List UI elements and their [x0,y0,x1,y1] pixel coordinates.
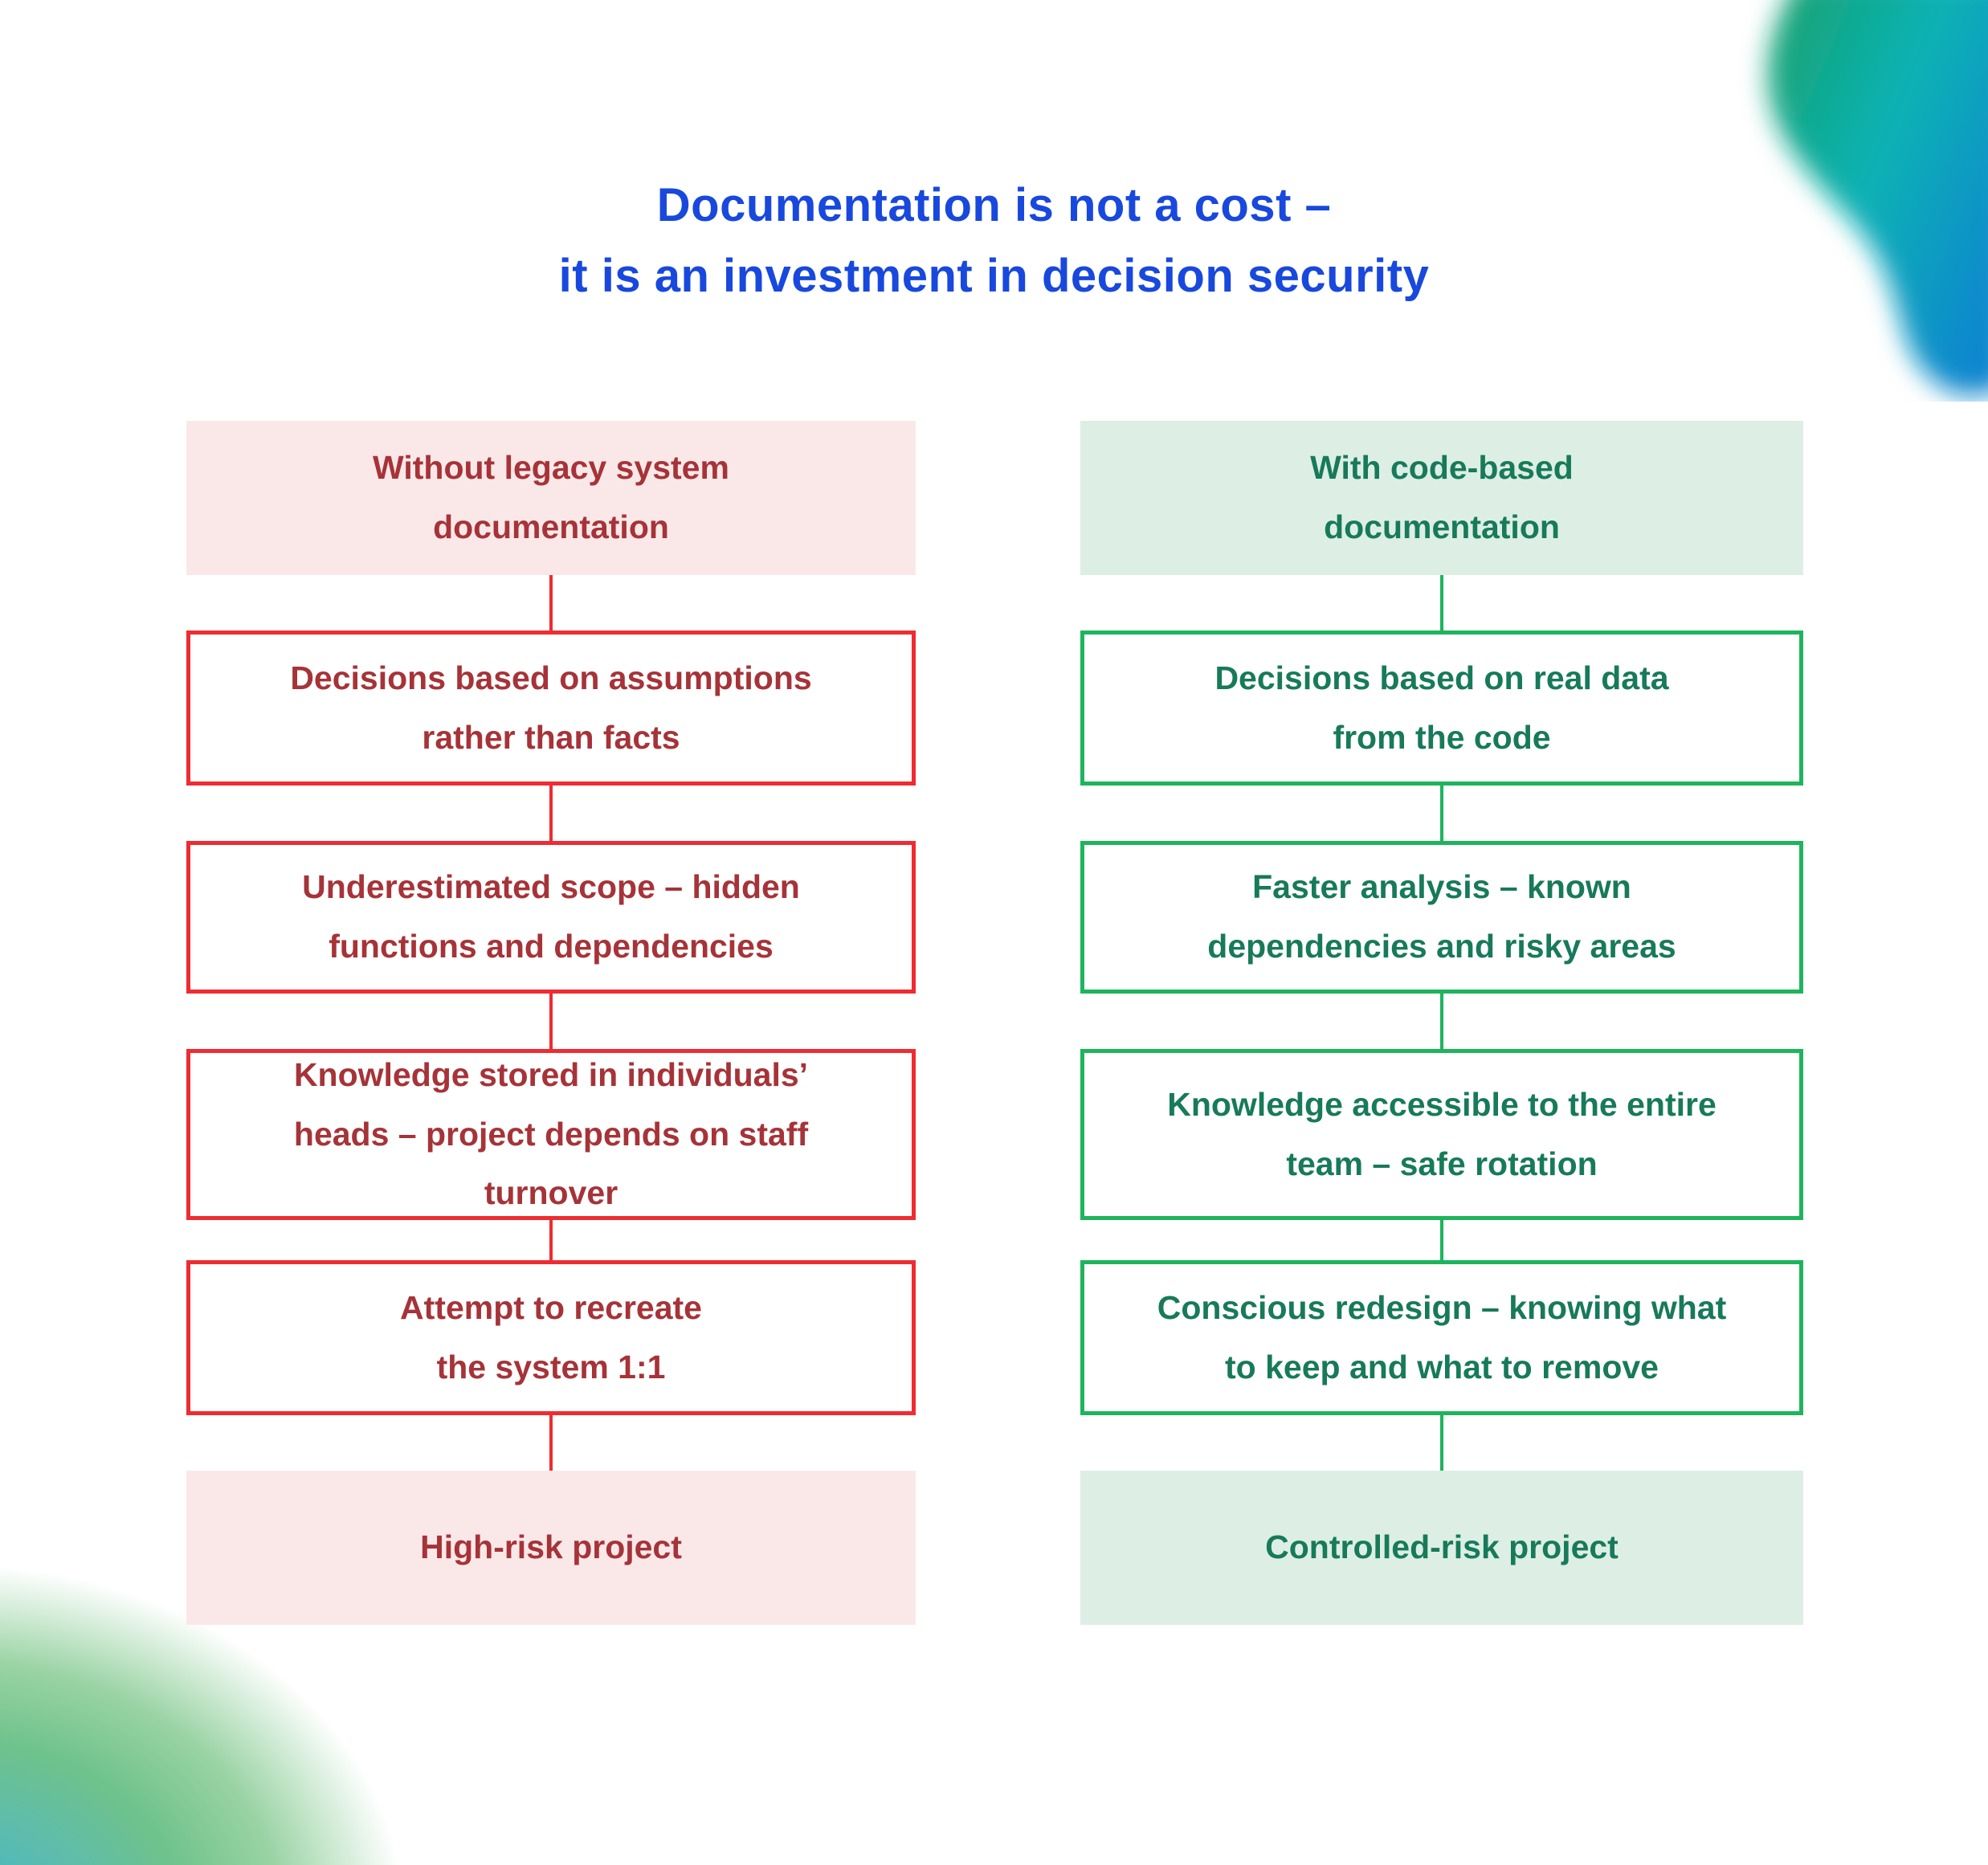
connector-line-stroke [1440,575,1443,631]
connector-line [186,1415,916,1471]
step-box-faster-analysis: Faster analysis – known dependencies and… [1080,841,1803,994]
connector-line-stroke [1440,786,1443,841]
header-box-with-code-based-documentation: With code-based documentation [1080,421,1803,575]
header-label: Without legacy system documentation [373,449,729,545]
step-box-knowledge-accessible: Knowledge accessible to the entire team … [1080,1049,1803,1220]
step-box-assumptions: Decisions based on assumptions rather th… [186,631,916,786]
step-label: Decisions based on assumptions rather th… [290,659,812,756]
page-title: Documentation is not a cost – it is an i… [558,179,1430,303]
connector-line [186,786,916,841]
connector-line [186,575,916,631]
header-box-without-documentation: Without legacy system documentation [186,421,916,575]
connector-line-stroke [549,994,553,1049]
connector-line [1080,1415,1803,1471]
outcome-label: Controlled-risk project [1265,1528,1619,1566]
connector-line [1080,1220,1803,1260]
connector-line [1080,786,1803,841]
step-box-knowledge-in-heads: Knowledge stored in individuals’ heads –… [186,1049,916,1220]
header-label: With code-based documentation [1310,449,1574,545]
step-label: Knowledge accessible to the entire team … [1167,1085,1717,1182]
outcome-box-high-risk: High-risk project [186,1471,916,1625]
step-label: Decisions based on real data from the co… [1214,659,1669,756]
step-label: Attempt to recreate the system 1:1 [400,1288,702,1385]
column-with-code-based-documentation: With code-based documentation Decisions … [1080,421,1803,1625]
outcome-label: High-risk project [420,1528,682,1566]
connector-line [1080,575,1803,631]
step-box-conscious-redesign: Conscious redesign – knowing what to kee… [1080,1260,1803,1415]
connector-line [186,1220,916,1260]
connector-line-stroke [549,786,553,841]
step-box-real-data: Decisions based on real data from the co… [1080,631,1803,786]
column-without-documentation: Without legacy system documentation Deci… [186,421,916,1625]
connector-line-stroke [549,1220,553,1260]
step-label: Faster analysis – known dependencies and… [1207,868,1676,965]
step-box-underestimated-scope: Underestimated scope – hidden functions … [186,841,916,994]
step-label: Knowledge stored in individuals’ heads –… [293,1055,809,1212]
outcome-box-controlled-risk: Controlled-risk project [1080,1471,1803,1625]
connector-line-stroke [549,1415,553,1471]
connector-line-stroke [1440,1220,1443,1260]
connector-line-stroke [1440,1415,1443,1471]
connector-line-stroke [549,575,553,631]
connector-line-stroke [1440,994,1443,1049]
connector-line [1080,994,1803,1049]
connector-line [186,994,916,1049]
step-label: Underestimated scope – hidden functions … [302,868,800,965]
step-box-recreate-system-1-1: Attempt to recreate the system 1:1 [186,1260,916,1415]
step-label: Conscious redesign – knowing what to kee… [1157,1288,1727,1385]
